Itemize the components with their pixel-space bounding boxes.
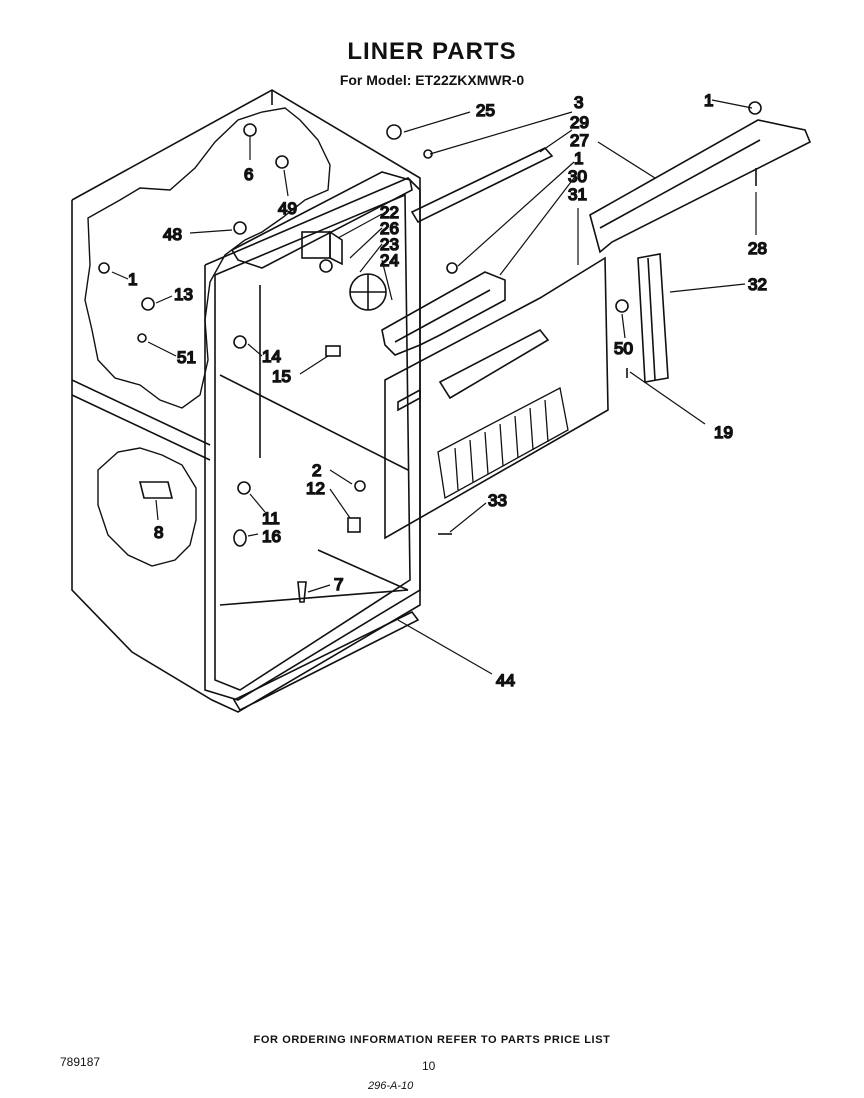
callout-25: 25 [476,101,495,120]
callout-15: 15 [272,367,291,386]
drawing-code: 296-A-10 [368,1080,414,1092]
callout-8: 8 [154,523,163,542]
callout-29: 29 [570,113,589,132]
page-title: LINER PARTS [347,38,517,65]
document-number: 789187 [60,1055,101,1069]
callout-3: 3 [574,93,583,112]
callout-30: 30 [568,167,587,186]
cabinet-outline [71,89,421,713]
grille-panel [437,387,569,500]
rear-panel [384,256,609,540]
callout-44: 44 [496,671,515,690]
callout-6: 6 [244,165,253,184]
leader-lines [111,99,757,675]
air-duct-assembly [381,271,506,356]
callout-28: 28 [748,239,767,258]
callout-19: 19 [714,423,733,442]
fasteners [98,101,762,603]
callout-50: 50 [614,339,633,358]
bottom-rail [232,610,420,712]
callout-7: 7 [334,575,343,594]
callout-22: 22 [380,203,399,222]
callout-13: 13 [174,285,193,304]
callout-23: 23 [380,235,399,254]
model-subtitle: For Model: ET22ZKXMWR-0 [339,72,525,88]
callout-31: 31 [568,185,587,204]
insulation-cutaway-lower [97,447,197,567]
ordering-note: FOR ORDERING INFORMATION REFER TO PARTS … [253,1034,611,1046]
page-number: 10 [422,1059,436,1073]
callout-49: 49 [278,199,297,218]
callout-2: 2 [312,461,321,480]
callout-14: 14 [262,347,281,366]
callout-26: 26 [380,219,399,238]
insulation-cutaway-upper [84,107,331,409]
callout-1-top: 1 [704,91,713,110]
callout-24: 24 [380,251,399,270]
callout-1-mid: 1 [574,149,583,168]
fan-motor-assembly [301,230,387,311]
callout-12: 12 [306,479,325,498]
callout-16: 16 [262,527,281,546]
top-trim-strips [230,119,812,269]
side-strip [637,253,669,383]
callout-11: 11 [262,509,280,528]
callout-27: 27 [570,131,589,150]
callout-32: 32 [748,275,767,294]
callout-48: 48 [163,225,182,244]
callout-33: 33 [488,491,507,510]
callout-1-left: 1 [128,270,137,289]
callout-51: 51 [177,348,196,367]
